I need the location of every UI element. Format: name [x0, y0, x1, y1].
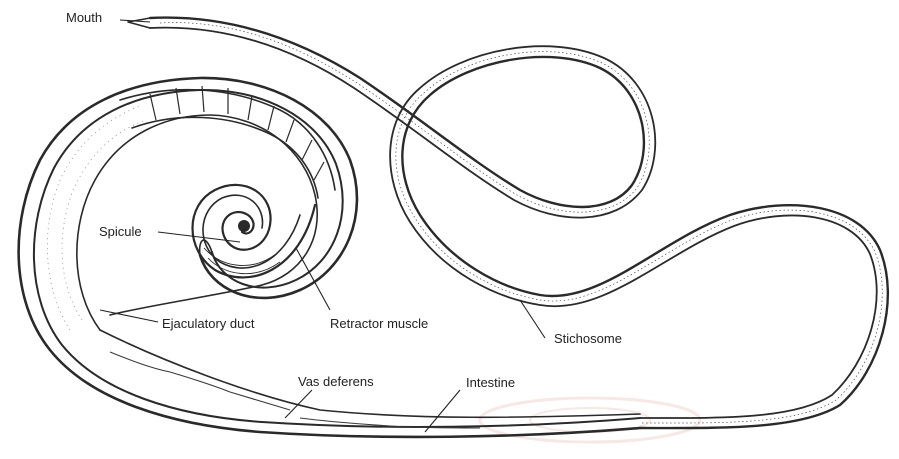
cell-row: [120, 86, 335, 198]
label-mouth: Mouth: [66, 10, 102, 25]
label-stichosome: Stichosome: [554, 331, 622, 346]
label-spicule: Spicule: [99, 224, 142, 239]
label-retractor-muscle: Retractor muscle: [330, 316, 428, 331]
label-intestine: Intestine: [466, 375, 515, 390]
vas-deferens-leader: [285, 390, 312, 418]
spicule-leader: [158, 232, 240, 242]
ejaculatory-duct-leader: [100, 310, 158, 322]
intestine-leader: [425, 390, 460, 432]
spicule-spiral: [193, 185, 316, 278]
label-ejaculatory-duct: Ejaculatory duct: [162, 316, 255, 331]
label-vas-deferens: Vas deferens: [298, 374, 374, 389]
